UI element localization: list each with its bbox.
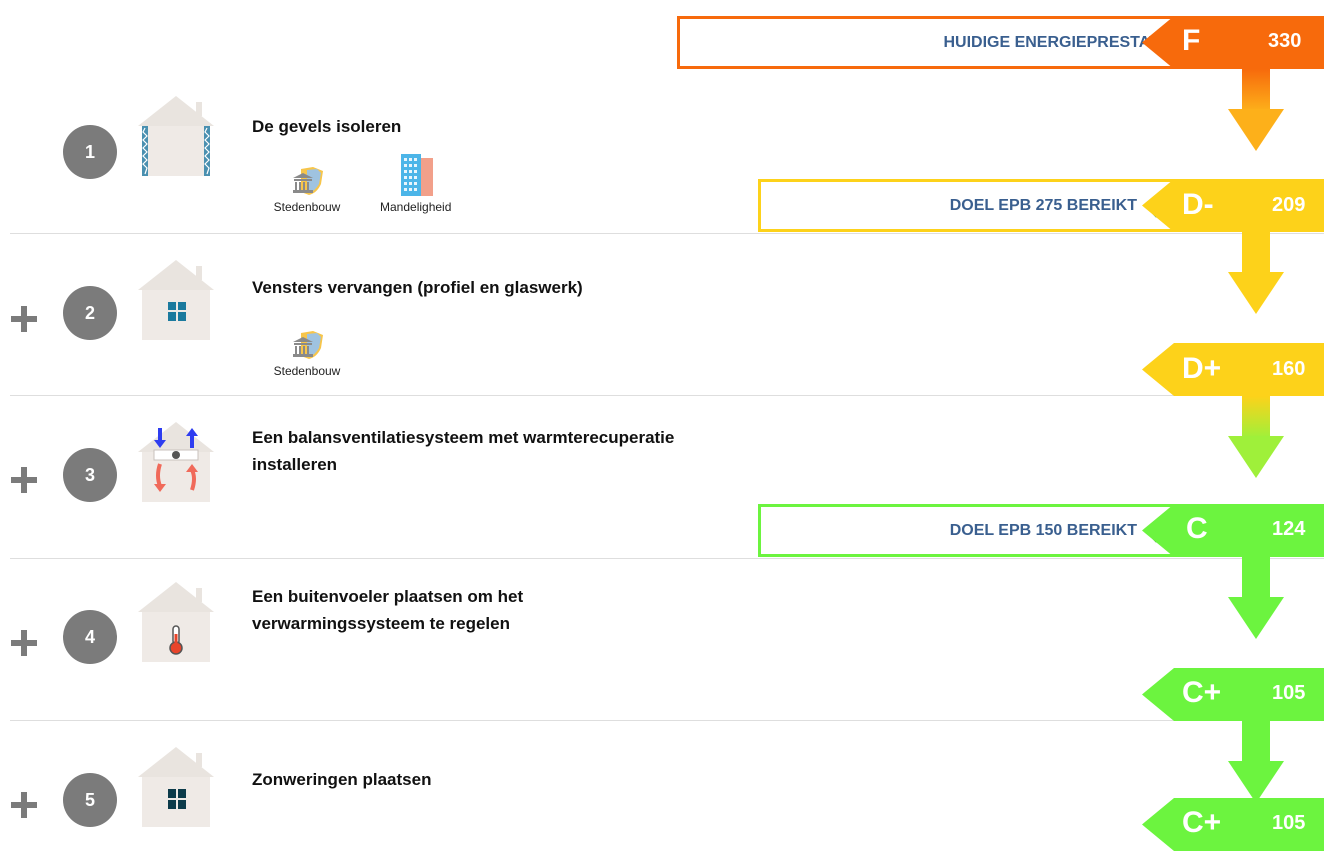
down-arrow: [1228, 396, 1284, 478]
step-title: Een buitenvoeler plaatsen om het verwarm…: [252, 583, 812, 637]
step-number-badge: 1: [63, 125, 117, 179]
energy-label-f: [1142, 16, 1324, 69]
tag-label: Stedenbouw: [273, 200, 341, 214]
energy-label-value: 124: [1272, 518, 1306, 540]
current-performance-box: HUIDIGE ENERGIEPRESTATIE: [677, 16, 1217, 69]
house-ventilation-icon: [138, 422, 214, 502]
plus-icon: [11, 630, 37, 656]
tag-mandeligheid[interactable]: Mandeligheid: [380, 152, 452, 214]
goal-epb-150-box: DOEL EPB 150 BEREIKT: [758, 504, 1218, 557]
row-divider: [10, 395, 1324, 396]
house-sunshade-icon: [138, 747, 214, 827]
shield-building-icon: [293, 167, 323, 195]
energy-label-d-minus: [1142, 179, 1324, 232]
energy-label-letter: F: [1182, 24, 1201, 57]
step-number-badge: 3: [63, 448, 117, 502]
goal-epb-150-label: DOEL EPB 150 BEREIKT: [949, 521, 1137, 539]
step-number: 1: [84, 141, 95, 162]
step-title: De gevels isoleren: [252, 117, 402, 136]
energy-label-value: 105: [1272, 682, 1306, 704]
house-window-icon: [138, 260, 214, 340]
energy-label-letter: C+: [1182, 676, 1222, 709]
step-title-line: installeren: [252, 455, 338, 474]
row-divider: [10, 233, 1324, 234]
goal-epb-275-box: DOEL EPB 275 BEREIKT: [758, 179, 1218, 232]
energy-label-letter: D-: [1182, 188, 1214, 221]
energy-label-c-plus: [1142, 668, 1324, 721]
step-title-line: verwarmingssysteem te regelen: [252, 614, 510, 633]
down-arrow: [1228, 557, 1284, 639]
step-title-line: Een buitenvoeler plaatsen om het: [252, 587, 524, 606]
step-title: Een balansventilatiesysteem met warmtere…: [252, 424, 812, 478]
tag-label: Stedenbouw: [273, 364, 341, 378]
plus-icon: [11, 792, 37, 818]
house-insulated-walls-icon: [138, 96, 214, 176]
tag-label: Mandeligheid: [380, 200, 452, 214]
energy-label-letter: D+: [1182, 352, 1222, 385]
energy-label-value: 209: [1272, 194, 1306, 216]
step-number: 3: [84, 464, 95, 485]
shield-building-icon: [293, 331, 323, 359]
plus-icon: [11, 306, 37, 332]
down-arrow: [1228, 721, 1284, 803]
energy-label-value: 105: [1272, 812, 1306, 834]
row-divider: [10, 558, 1324, 559]
step-number: 2: [84, 302, 95, 323]
step-title-line: Een balansventilatiesysteem met warmtere…: [252, 428, 675, 447]
building-icon: [401, 154, 433, 196]
energy-label-c-plus: [1142, 798, 1324, 851]
step-number: 5: [84, 789, 95, 810]
energy-label-value: 330: [1268, 30, 1302, 52]
row-divider: [10, 720, 1324, 721]
step-title: Vensters vervangen (profiel en glaswerk): [252, 278, 583, 297]
goal-epb-275-label: DOEL EPB 275 BEREIKT: [949, 196, 1137, 214]
down-arrow: [1228, 232, 1284, 314]
down-arrow: [1228, 69, 1284, 151]
step-title: Zonweringen plaatsen: [252, 770, 432, 789]
current-performance-label: HUIDIGE ENERGIEPRESTATIE: [943, 33, 1174, 51]
step-number-badge: 5: [63, 773, 117, 827]
energy-label-d-plus: [1142, 343, 1324, 396]
energy-label-letter: C+: [1182, 806, 1222, 839]
plus-icon: [11, 467, 37, 493]
step-number: 4: [84, 626, 95, 647]
tag-stedenbouw[interactable]: Stedenbouw: [272, 166, 342, 214]
energy-label-value: 160: [1272, 358, 1306, 380]
step-number-badge: 4: [63, 610, 117, 664]
energy-label-letter: C: [1186, 512, 1208, 545]
house-thermometer-icon: [138, 582, 214, 662]
tag-stedenbouw[interactable]: Stedenbouw: [272, 330, 342, 378]
energy-label-c: [1142, 504, 1324, 557]
step-number-badge: 2: [63, 286, 117, 340]
